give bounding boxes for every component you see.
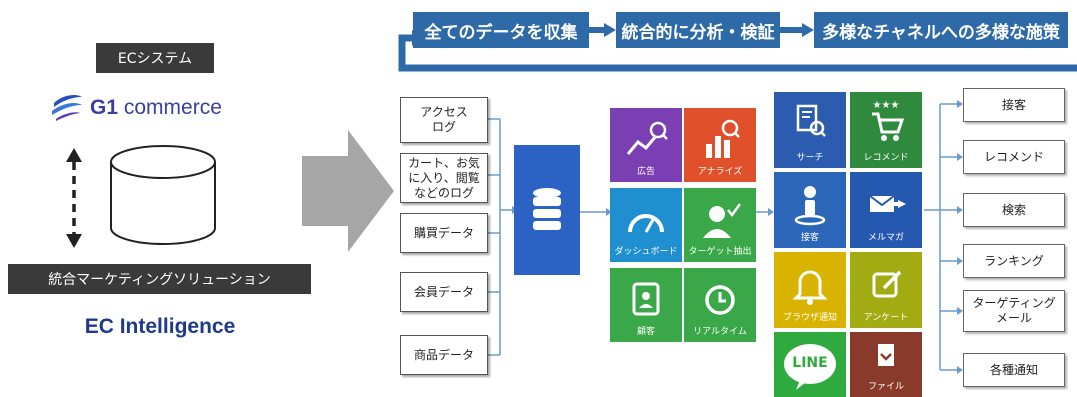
- tile-customer: 顧客: [610, 268, 682, 342]
- tile-customer-label: 顧客: [636, 327, 655, 337]
- cart-stars-icon: ★★★: [872, 100, 905, 141]
- tile-realtime: リアルタイム: [684, 268, 756, 342]
- source-cart-log: カート、お気 に入り、閲覧 などのログ: [400, 153, 488, 203]
- tile-ad-label: 広告: [636, 167, 655, 177]
- output-ranking: ランキング: [963, 244, 1065, 278]
- tile-line: LINE: [774, 332, 846, 397]
- tile-file-label: ファイル: [867, 382, 904, 392]
- database-cylinder-icon: [110, 145, 216, 245]
- tile-dashboard: ダッシュボード: [610, 188, 682, 262]
- tile-mailmag-label: メルマガ: [867, 233, 904, 243]
- tile-realtime-label: リアルタイム: [693, 327, 747, 337]
- tile-browser-notify-label: ブラウザ通知: [782, 313, 837, 323]
- flow-step-analyze: 統合的に分析・検証: [616, 12, 780, 48]
- database-hub: [514, 145, 580, 275]
- tile-dashboard-label: ダッシュボード: [614, 247, 678, 257]
- file-download-icon: [878, 344, 894, 366]
- tile-browser-notify: ブラウザ通知: [774, 252, 846, 328]
- clock-icon: [705, 285, 735, 315]
- analyze-icon: [706, 119, 740, 158]
- flow-step-collect: 全てのデータを収集: [413, 12, 589, 48]
- edit-icon: [872, 270, 902, 298]
- ec-system-label: ECシステム: [96, 43, 214, 73]
- svg-text:★★★: ★★★: [873, 100, 900, 111]
- tile-survey-label: アンケート: [863, 313, 909, 323]
- tile-survey: アンケート: [850, 252, 922, 328]
- g1-commerce-logo: G1 commerce: [50, 92, 260, 124]
- tile-service-label: 接客: [800, 233, 819, 243]
- g1-swoosh-icon: [52, 95, 82, 121]
- tile-recommend-label: レコメンド: [863, 153, 909, 163]
- output-service: 接客: [963, 88, 1065, 122]
- source-product-data: 商品データ: [400, 335, 488, 375]
- tile-target-label: ターゲット抽出: [688, 247, 752, 257]
- source-purchase-data: 購買データ: [400, 213, 488, 253]
- tile-service: 接客: [774, 172, 846, 248]
- search-doc-icon: [796, 104, 826, 137]
- g1-commerce-text: G1 commerce: [90, 96, 222, 119]
- ad-search-icon: [626, 121, 668, 155]
- source-access-log: アクセス ログ: [400, 97, 488, 143]
- flow-step-channels: 多様なチャネルへの多様な施策: [814, 12, 1068, 48]
- tile-analyze: アナライズ: [684, 108, 756, 182]
- line-logo-icon: [784, 344, 836, 390]
- tile-ad: 広告: [610, 108, 682, 182]
- tile-mailmag: メルマガ: [850, 172, 922, 248]
- output-notifications: 各種通知: [963, 353, 1065, 387]
- dashboard-gauge-icon: [628, 214, 664, 233]
- tile-recommend: ★★★ レコメンド: [850, 92, 922, 168]
- output-recommend: レコメンド: [963, 140, 1065, 174]
- bell-icon: [792, 270, 828, 305]
- tile-search-label: サーチ: [796, 153, 824, 163]
- tile-search: サーチ: [774, 92, 846, 168]
- tile-file: ファイル: [850, 332, 922, 397]
- db-stack-icon: [533, 188, 561, 230]
- line-logo-text: LINE: [792, 355, 828, 371]
- sync-dashed-arrow: [66, 148, 82, 248]
- output-search: 検索: [963, 193, 1065, 227]
- integrated-marketing-label: 統合マーケティングソリューション: [8, 264, 311, 294]
- tile-analyze-label: アナライズ: [697, 167, 743, 177]
- mail-send-icon: [869, 195, 906, 212]
- source-member-data: 会員データ: [400, 272, 488, 312]
- output-targeting-mail: ターゲティング メール: [963, 290, 1065, 332]
- ec-intelligence-logo: EC Intelligence: [84, 315, 236, 338]
- big-arrow-icon: [302, 130, 394, 252]
- tile-target: ターゲット抽出: [684, 188, 756, 262]
- person-pin-icon: [794, 186, 826, 226]
- target-person-icon: [703, 203, 742, 238]
- contact-book-icon: [632, 282, 660, 316]
